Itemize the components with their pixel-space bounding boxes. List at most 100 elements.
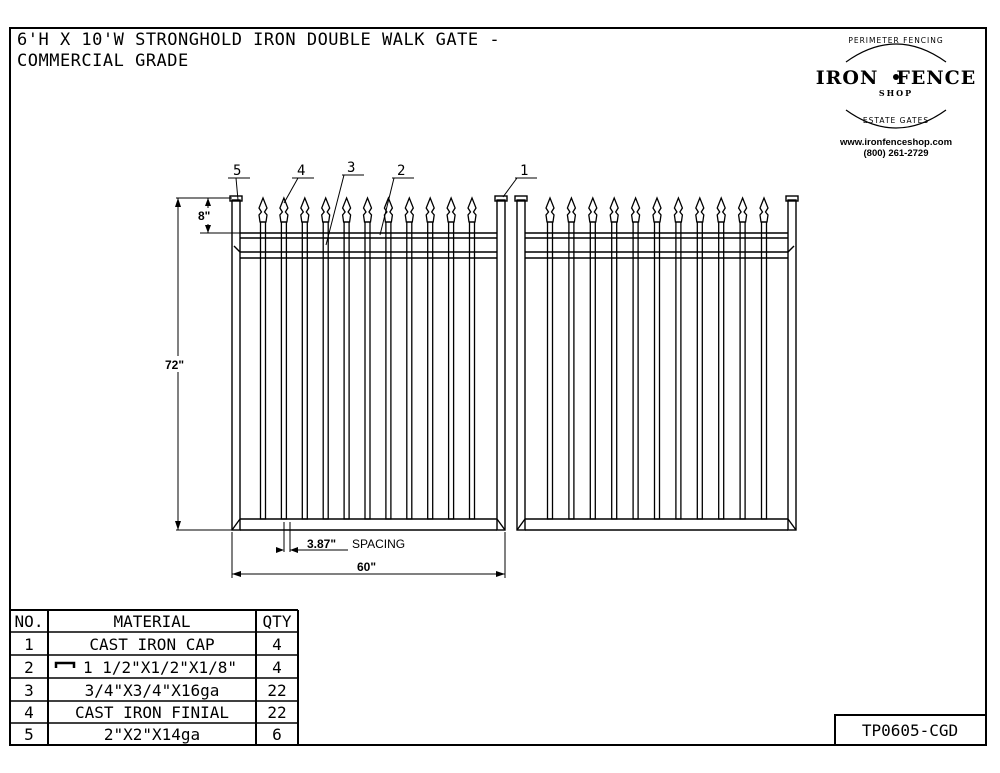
pickets-right — [545, 196, 769, 520]
table-header-no: NO. — [15, 612, 44, 631]
picket — [716, 196, 726, 520]
table-cell-qty: 4 — [272, 658, 282, 677]
table-cell-qty: 4 — [272, 635, 282, 654]
picket — [673, 196, 684, 520]
channel-profile-icon — [54, 661, 76, 668]
table-cell-material: 3/4"X3/4"X16ga — [85, 681, 220, 700]
callout-1: 1 — [520, 163, 528, 179]
picket — [383, 196, 394, 520]
corner-brace — [496, 518, 506, 531]
picket — [341, 196, 352, 520]
logo-shop-word: SHOP — [878, 88, 914, 98]
corner-brace — [787, 245, 795, 253]
gate-post-right-inner — [516, 199, 526, 531]
finial-icon — [467, 196, 477, 223]
corner-brace — [231, 518, 241, 531]
picket — [695, 196, 705, 520]
picket — [630, 196, 641, 520]
picket — [609, 196, 619, 520]
post-cap-right-inner — [514, 195, 528, 202]
finial-icon — [630, 196, 641, 223]
table-cell-qty: 22 — [267, 681, 286, 700]
finial-icon — [425, 196, 435, 223]
arrow-icon — [205, 198, 211, 206]
finial-icon — [759, 196, 769, 223]
gate-post-left-inner — [496, 199, 506, 531]
dim-spacing-value: 3.87" — [307, 537, 336, 551]
table-header-material: MATERIAL — [113, 612, 190, 631]
picket — [446, 196, 456, 520]
gate-leaf-right — [514, 195, 799, 531]
arrow-icon — [232, 571, 241, 577]
table-cell-no: 3 — [24, 681, 34, 700]
post-cap-right-outer — [785, 195, 799, 202]
arrow-icon — [290, 547, 298, 553]
arrow-icon — [496, 571, 505, 577]
table-cell-qty: 6 — [272, 725, 282, 744]
logo-brand-iron: IRON — [815, 67, 879, 89]
corner-brace — [516, 518, 526, 531]
finial-icon — [446, 196, 456, 223]
corner-brace — [787, 518, 797, 531]
gate-leaf-left — [229, 195, 508, 531]
callout-leaders — [228, 174, 537, 246]
table-cell-no: 2 — [24, 658, 34, 677]
table-cell-material: CAST IRON FINIAL — [75, 703, 229, 722]
table-cell-material: 2"X2"X14ga — [104, 725, 200, 744]
callout-4: 4 — [297, 163, 305, 179]
finial-icon — [545, 196, 555, 223]
finial-icon — [673, 196, 684, 223]
picket — [279, 196, 289, 520]
callout-3: 3 — [347, 160, 355, 176]
leader-line-4 — [283, 177, 299, 204]
drawing-number: TP0605-CGD — [862, 721, 958, 740]
table-header-qty: QTY — [263, 612, 292, 631]
arrow-icon — [205, 225, 211, 233]
picket — [566, 196, 577, 520]
finial-icon — [652, 196, 662, 223]
dim-label-bg — [163, 356, 193, 372]
picket — [759, 196, 769, 520]
leader-line-5 — [235, 177, 239, 201]
picket — [320, 196, 331, 520]
finial-icon — [279, 196, 289, 223]
picket — [425, 196, 435, 520]
table-cell-no: 4 — [24, 703, 34, 722]
finial-icon — [737, 196, 748, 223]
callout-2: 2 — [397, 163, 405, 179]
title-line-2: COMMERCIAL GRADE — [17, 51, 189, 71]
picket — [300, 196, 310, 520]
materials-table: NO. MATERIAL QTY 1 CAST IRON CAP 4 2 1 1… — [10, 609, 299, 745]
gate-post-right-outer — [787, 199, 797, 531]
arrow-icon — [276, 547, 284, 553]
leader-line-3 — [325, 174, 345, 246]
gate-post-left-outer — [231, 199, 241, 531]
drawing-number-box — [834, 714, 987, 746]
title-line-1: 6'H X 10'W STRONGHOLD IRON DOUBLE WALK G… — [17, 30, 501, 50]
logo-tagline-bottom: ESTATE GATES — [862, 116, 930, 125]
dimension-lines — [176, 197, 506, 578]
finial-icon — [609, 196, 619, 223]
finial-icon — [588, 196, 598, 223]
dimension-arrows — [175, 198, 505, 577]
logo-ornament-icon — [845, 43, 947, 129]
picket — [588, 196, 598, 520]
picket — [737, 196, 748, 520]
table-cell-no: 1 — [24, 635, 34, 654]
table-cell-material: CAST IRON CAP — [89, 635, 214, 654]
picket — [652, 196, 662, 520]
dim-gate-height: 72" — [165, 358, 184, 372]
picket — [545, 196, 555, 520]
finial-icon — [258, 196, 268, 223]
dim-spacing-label: SPACING — [352, 537, 405, 551]
leader-line-2 — [379, 177, 395, 236]
dim-finial-height: 8" — [198, 209, 210, 223]
logo-website: www.ironfenceshop.com — [839, 137, 953, 148]
finial-icon — [695, 196, 705, 223]
table-cell-no: 5 — [24, 725, 34, 744]
finial-icon — [404, 196, 415, 223]
